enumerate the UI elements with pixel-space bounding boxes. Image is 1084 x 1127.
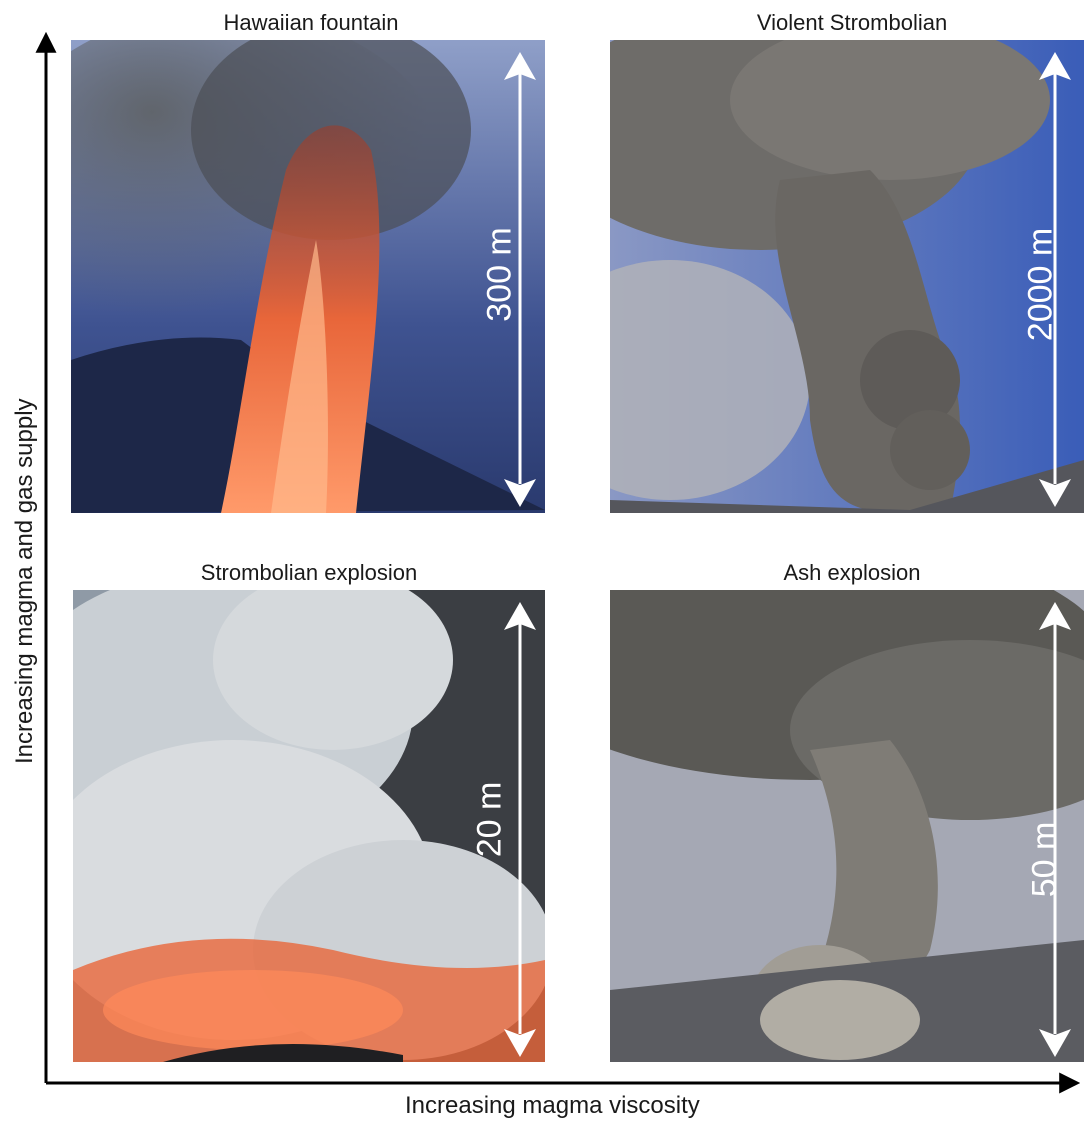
photo-hawaiian-fountain bbox=[71, 40, 545, 513]
panel-title-ash-explosion: Ash explosion bbox=[783, 560, 921, 585]
photo-violent-strombolian bbox=[610, 40, 1084, 513]
panel-title-hawaiian-fountain: Hawaiian fountain bbox=[223, 10, 399, 35]
scale-label-20m: 20 m bbox=[470, 781, 509, 858]
photo-ash-explosion bbox=[610, 590, 1084, 1062]
scale-label-2000m: 2000 m bbox=[1021, 227, 1060, 342]
scale-label-50m: 50 m bbox=[1025, 821, 1064, 898]
scale-label-300m: 300 m bbox=[480, 227, 519, 322]
y-axis-label: Increasing magma and gas supply bbox=[11, 398, 38, 764]
panel-title-violent-strombolian: Violent Strombolian bbox=[756, 10, 948, 35]
photo-strombolian-explosion bbox=[73, 590, 545, 1062]
x-axis-label: Increasing magma viscosity bbox=[405, 1092, 700, 1119]
panel-title-strombolian-explosion: Strombolian explosion bbox=[200, 560, 418, 585]
